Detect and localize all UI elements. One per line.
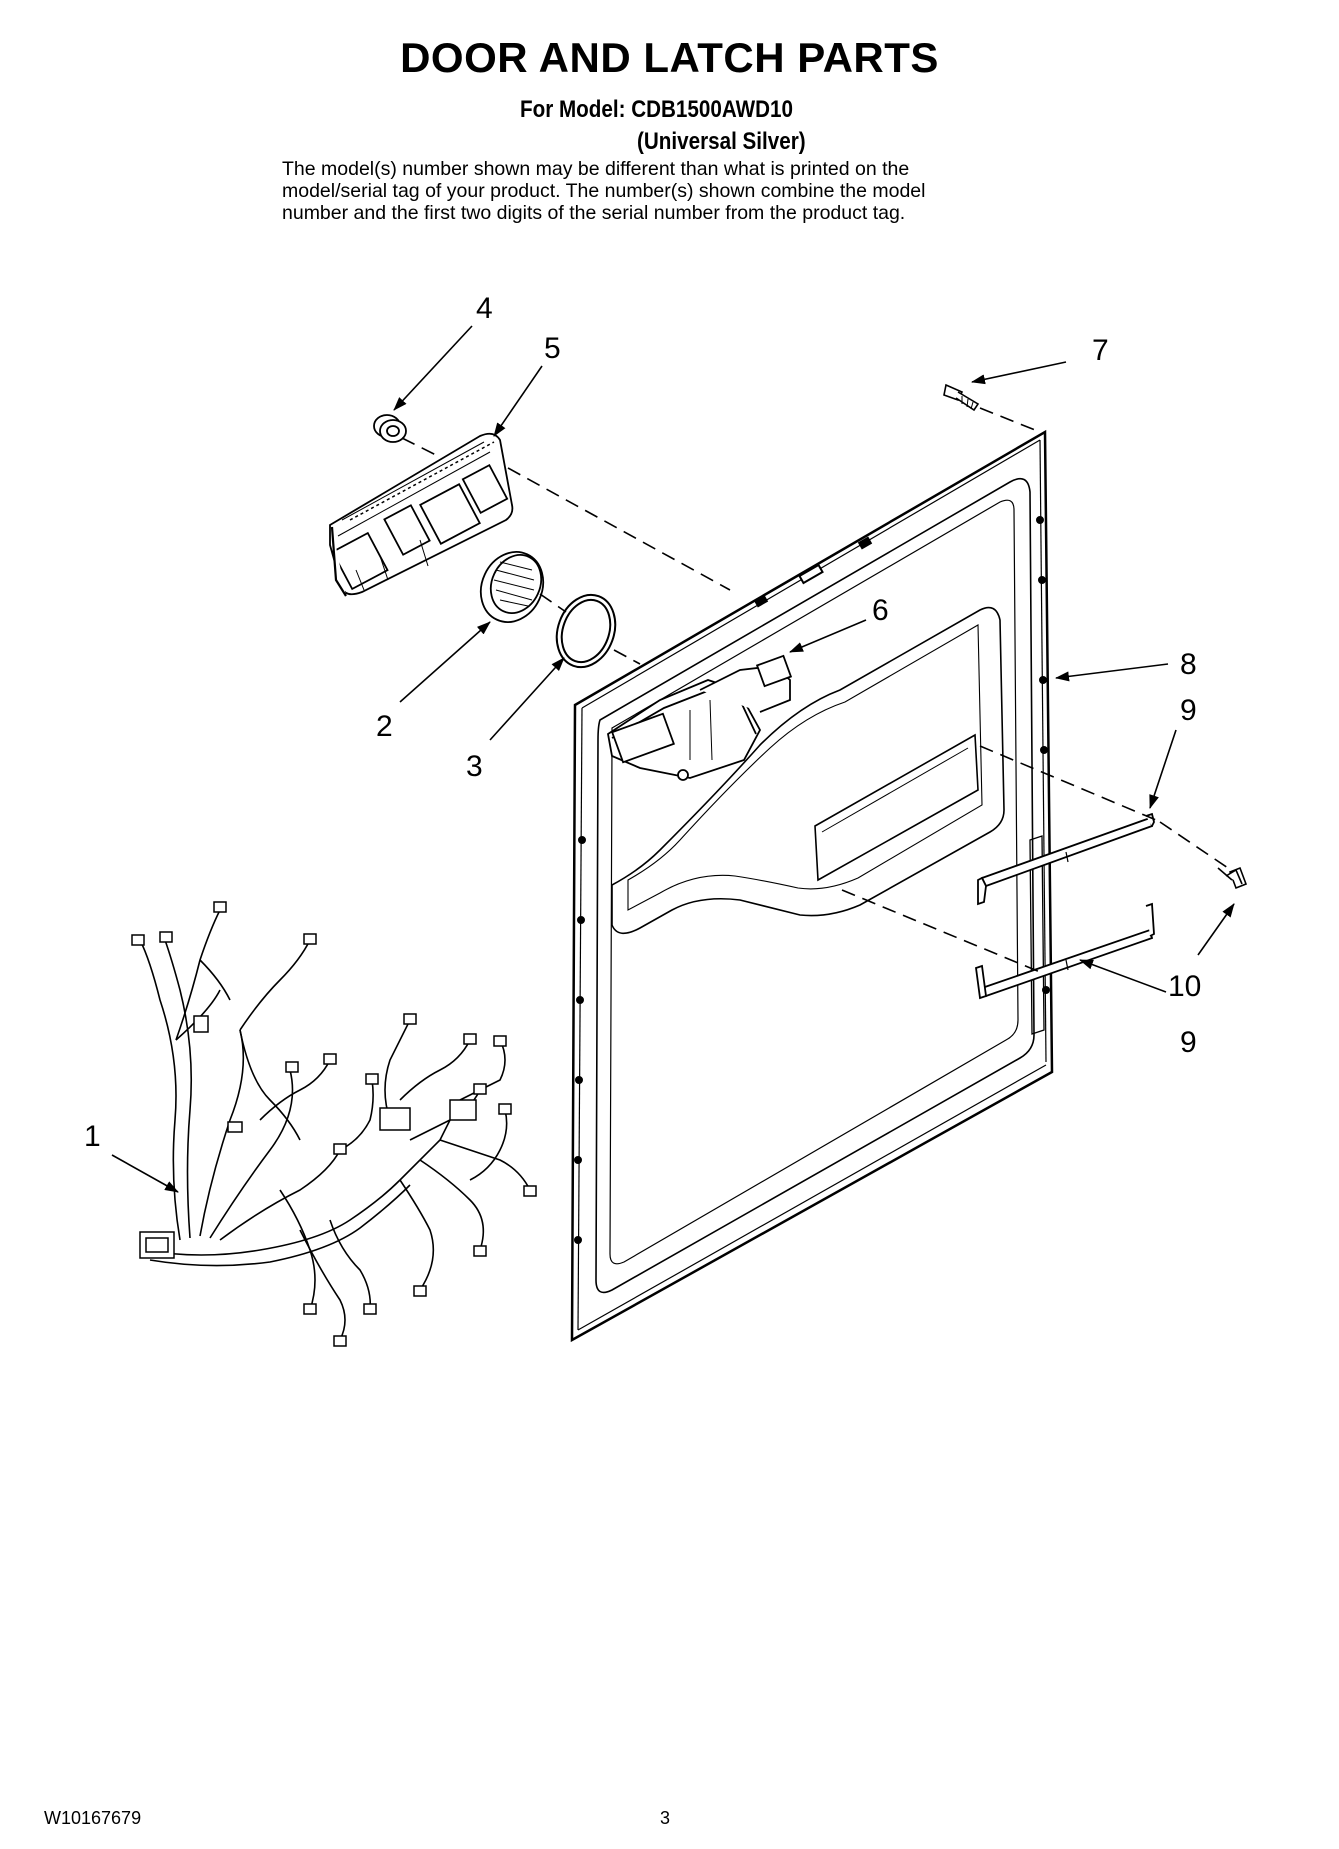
page-number: 3 — [660, 1808, 671, 1828]
callout-7: 7 — [1092, 334, 1109, 367]
callout-3: 3 — [466, 750, 483, 783]
vent-grille — [479, 551, 545, 623]
note-line-1: The model(s) number shown may be differe… — [282, 158, 910, 180]
callout-10: 10 — [1168, 970, 1201, 1003]
control-console — [329, 432, 514, 597]
callout-8: 8 — [1180, 648, 1197, 681]
latch-strike-upper — [977, 812, 1155, 906]
note-line-3: number and the first two digits of the s… — [282, 202, 906, 224]
push-button — [373, 414, 407, 443]
callout-9-upper: 9 — [1180, 694, 1197, 727]
variant-line: (Universal Silver) — [637, 128, 806, 155]
page-title: DOOR AND LATCH PARTS — [400, 34, 939, 81]
screw-top — [943, 383, 980, 412]
document-code: W10167679 — [44, 1808, 142, 1828]
callout-9-lower: 9 — [1180, 1026, 1197, 1059]
model-note: The model(s) number shown may be differe… — [282, 158, 1102, 224]
callout-leaders — [111, 325, 1235, 1193]
wire-harness — [139, 909, 531, 1341]
inner-door-panel — [570, 429, 1054, 1343]
callout-2: 2 — [376, 710, 393, 743]
screw-bottom — [1217, 866, 1248, 890]
harness-connectors — [131, 901, 537, 1347]
note-line-2: model/serial tag of your product. The nu… — [282, 180, 926, 202]
assembly-guide-lines — [401, 407, 1229, 973]
callout-1: 1 — [84, 1120, 101, 1153]
callout-5: 5 — [544, 332, 561, 365]
model-line: For Model: CDB1500AWD10 — [520, 96, 793, 123]
vent-gasket — [555, 593, 617, 669]
door-latch-assembly — [607, 654, 793, 781]
callout-6: 6 — [872, 594, 889, 627]
latch-strike-lower — [975, 902, 1155, 1000]
callout-4: 4 — [476, 292, 493, 325]
